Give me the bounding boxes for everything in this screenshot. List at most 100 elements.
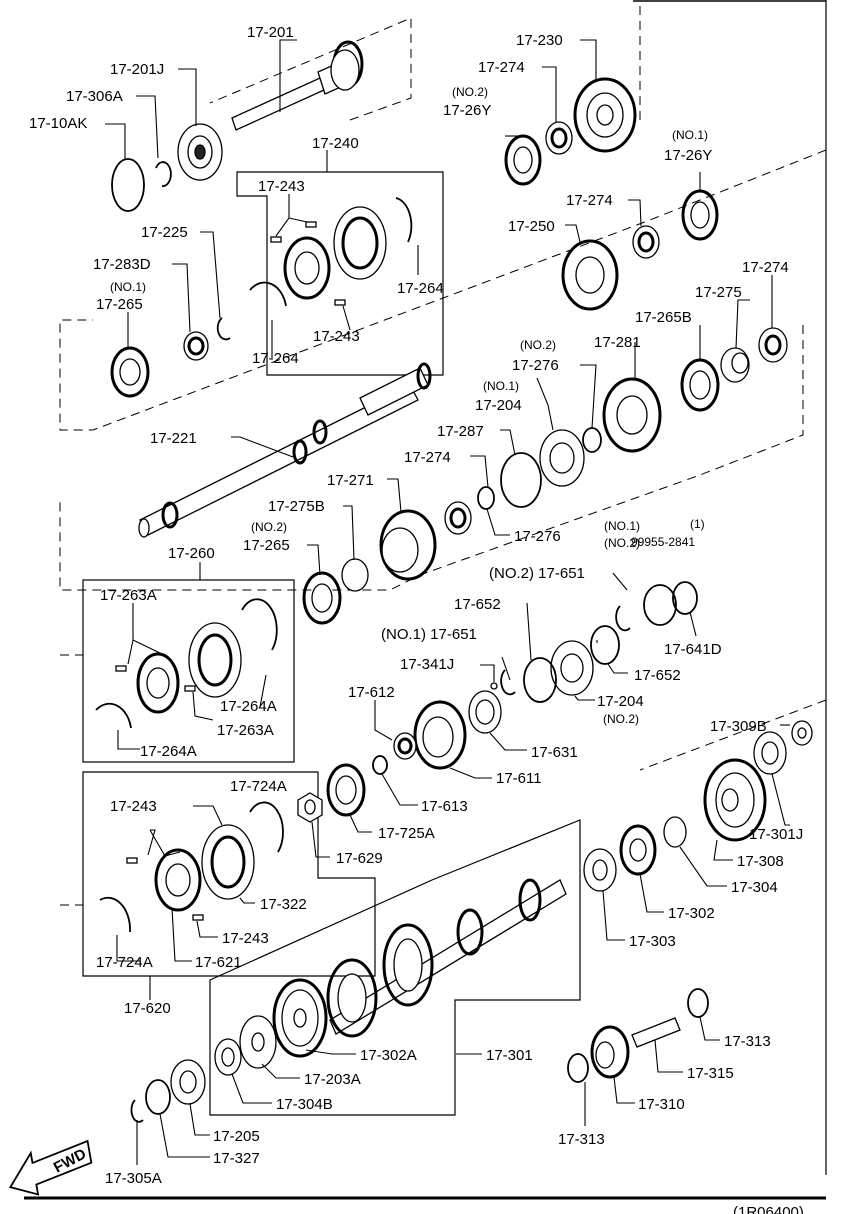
bearing-17-204-no1-part <box>539 429 585 487</box>
bearing-17-303-part <box>583 848 617 892</box>
bearing-17-204-no2-part <box>550 640 594 696</box>
label-17-26Y-b: 17-26Y <box>664 147 712 164</box>
label-17-276-b-note1: (NO.1) <box>604 519 640 533</box>
shim-17-327-part <box>145 1079 171 1115</box>
label-17-263A-a: 17-263A <box>100 587 157 604</box>
label-17-274-b: 17-274 <box>566 192 613 209</box>
label-17-264-b: 17-264 <box>252 350 299 367</box>
label-17-274-d: 17-274 <box>404 449 451 466</box>
sleeve-17-631-part <box>468 690 502 734</box>
label-17-287: 17-287 <box>437 423 484 440</box>
needle-bearing-17-274-c-part <box>758 327 788 363</box>
washer-17-313-a-part <box>687 988 709 1018</box>
spring-17-264-lower-part <box>249 281 287 307</box>
label-17-308: 17-308 <box>737 853 784 870</box>
label-17-276-a: 17-276 <box>512 357 559 374</box>
label-17-313-a: 17-313 <box>724 1033 771 1050</box>
label-17-725A: 17-725A <box>378 825 435 842</box>
label-17-271: 17-271 <box>327 472 374 489</box>
shim-17-287-part <box>500 452 542 508</box>
main-shaft-17-221-part <box>138 362 432 538</box>
label-17-243-b: 17-243 <box>313 328 360 345</box>
label-17-621: 17-621 <box>195 954 242 971</box>
label-17-274-c: 17-274 <box>742 259 789 276</box>
input-shaft-part <box>231 40 364 131</box>
label-17-275: 17-275 <box>695 284 742 301</box>
label-17-203A: 17-203A <box>304 1071 361 1088</box>
label-17-724A-a: 17-724A <box>230 778 287 795</box>
key-17-263A-part <box>115 665 127 672</box>
leader-lines <box>105 39 790 1165</box>
synchro-hub-17-260-part <box>136 652 180 714</box>
synchro-ring-17-725A-part <box>326 763 366 817</box>
label-99955-2841: 99955-2841 <box>631 535 695 549</box>
diagram-code: (1R06400) <box>733 1204 804 1214</box>
label-17-301J: 17-301J <box>749 826 803 843</box>
washer-17-652-b-part <box>523 657 557 703</box>
part-labels: 17-201 17-201J 17-306A 17-10AK 17-240 17… <box>29 24 804 1214</box>
synchro-ring-17-265-no2-part <box>302 571 342 625</box>
synchro-ring-17-265-no1-part <box>110 346 150 398</box>
key-17-243-c-part <box>334 299 346 306</box>
key-17-243-d-part <box>126 857 138 864</box>
label-17-204-b: 17-204 <box>597 693 644 710</box>
label-17-275B: 17-275B <box>268 498 325 515</box>
shim-99955-2841-part <box>643 584 677 626</box>
needle-bearing-17-274-a-part <box>545 121 573 155</box>
key-17-263A-b-part <box>184 685 196 692</box>
label-17-26Y-no1-note: (NO.1) <box>672 128 708 142</box>
sleeve-17-304-part <box>663 816 687 848</box>
label-17-264A-a: 17-264A <box>220 698 277 715</box>
synchro-ring-17-26Y-no1-part <box>681 189 719 241</box>
needle-bearing-17-612-part <box>393 732 417 760</box>
label-17-611: 17-611 <box>496 770 542 787</box>
label-17-612: 17-612 <box>348 684 395 701</box>
label-17-265-b: 17-265 <box>243 537 290 554</box>
synchro-hub-17-620-part <box>154 848 202 912</box>
spring-17-264-part <box>395 197 413 243</box>
label-17-613: 17-613 <box>421 798 468 815</box>
label-17-283D: 17-283D <box>93 256 151 273</box>
spring-17-724A-lower-part <box>99 896 131 933</box>
bearing-17-201J-part <box>177 123 223 181</box>
label-17-302A: 17-302A <box>360 1047 417 1064</box>
label-17-724A-b: 17-724A <box>96 954 153 971</box>
label-17-201J: 17-201J <box>110 61 164 78</box>
nut-17-629-part <box>297 792 323 823</box>
gear-17-302-part <box>619 824 657 876</box>
label-17-265-a: 17-265 <box>96 296 143 313</box>
bearing-17-301J-part <box>753 731 787 775</box>
shaft-17-315-part <box>631 1017 681 1048</box>
label-17-322: 17-322 <box>260 896 307 913</box>
label-17-265-no2-note: (NO.2) <box>251 520 287 534</box>
label-17-230: 17-230 <box>516 32 563 49</box>
gear-17-281-part <box>602 377 662 453</box>
label-17-221: 17-221 <box>150 430 197 447</box>
label-17-274-a: 17-274 <box>478 59 525 76</box>
key-17-243-part <box>270 236 282 243</box>
key-17-243-e-part <box>192 914 204 921</box>
gear-17-302A-part <box>272 978 328 1058</box>
label-17-341J: 17-341J <box>400 656 454 673</box>
group-box-17-260 <box>82 579 295 763</box>
shim-17-10AK-part <box>111 158 145 212</box>
label-17-263A-b: 17-263A <box>217 722 274 739</box>
gear-17-250-part <box>561 239 619 311</box>
label-17-281: 17-281 <box>594 334 641 351</box>
spring-17-264A-part <box>241 598 278 651</box>
label-17-204-no1-note: (NO.1) <box>483 379 519 393</box>
label-17-250: 17-250 <box>508 218 555 235</box>
needle-bearing-17-283D-part <box>183 331 209 361</box>
gear-17-230-part <box>573 77 637 153</box>
label-17-309B: 17-309B <box>710 718 767 735</box>
label-17-260: 17-260 <box>168 545 215 562</box>
label-17-201: 17-201 <box>247 24 294 41</box>
group-box-17-240 <box>236 171 444 376</box>
synchro-ring-17-265B-part <box>680 358 720 412</box>
synchro-sleeve-17-260-part <box>188 622 242 698</box>
label-17-304: 17-304 <box>731 879 778 896</box>
gear-17-271-part <box>379 509 437 581</box>
label-17-304B: 17-304B <box>276 1096 333 1113</box>
